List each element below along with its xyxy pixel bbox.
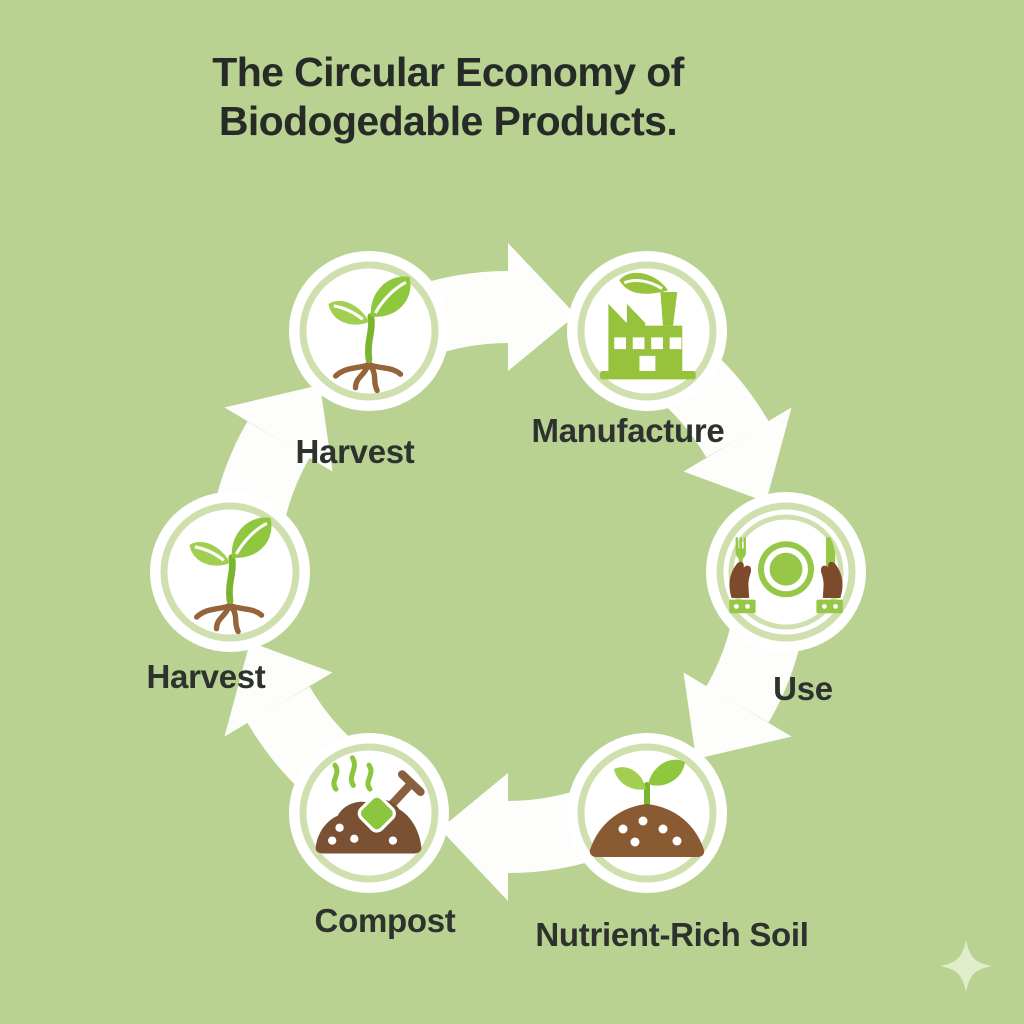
- compost-shovel-icon: [315, 755, 425, 854]
- node-harvest-left: [150, 492, 310, 652]
- title-line2: Biodogedable Products.: [218, 98, 678, 144]
- node-nutrient-rich-soil: [567, 733, 727, 893]
- node-manufacture: [567, 251, 727, 411]
- node-ring: [577, 743, 717, 883]
- node-label-compost: Compost: [314, 902, 456, 939]
- left-hand: [729, 561, 752, 598]
- soil-sprout-icon: [589, 759, 705, 857]
- node-ring: [716, 502, 856, 642]
- seedling-icon: [189, 517, 272, 635]
- node-use: [706, 492, 866, 652]
- node-label-manufacture: Manufacture: [531, 412, 725, 449]
- node-ring: [299, 261, 439, 401]
- node-label-harvest-top: Harvest: [295, 433, 415, 470]
- steam-icon: [331, 755, 374, 792]
- dining-hands-icon: [729, 537, 843, 614]
- node-harvest-top: [289, 251, 449, 411]
- title-line1: The Circular Economy of: [212, 49, 684, 95]
- node-label-use: Use: [773, 670, 833, 707]
- sparkle-icon: [940, 940, 992, 992]
- node-ring: [160, 502, 300, 642]
- node-ring: [577, 261, 717, 401]
- node-inner-ring: [728, 514, 844, 630]
- right-hand: [820, 561, 843, 598]
- seedling-icon: [328, 276, 411, 394]
- node-ring: [299, 743, 439, 883]
- node-label-nutrient-rich-soil: Nutrient-Rich Soil: [535, 916, 809, 953]
- page-title: The Circular Economy of Biodogedable Pro…: [212, 48, 684, 146]
- node-label-harvest-left: Harvest: [146, 658, 266, 695]
- eco-factory-icon: [599, 272, 696, 380]
- node-compost: [289, 733, 449, 893]
